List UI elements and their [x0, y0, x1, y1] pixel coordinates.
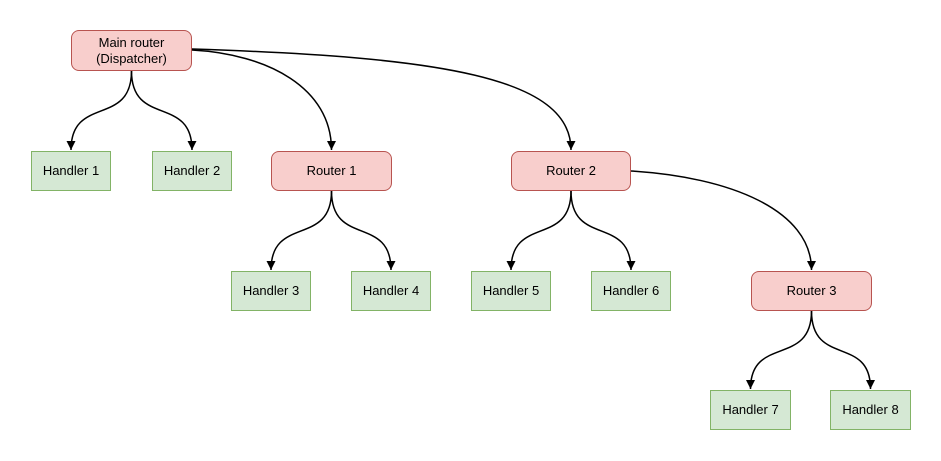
edge-router-2-to-router-3	[630, 170, 816, 271]
node-handler-5: Handler 5	[471, 271, 551, 311]
node-handler-3: Handler 3	[231, 271, 311, 311]
edge-main-router-to-router-2	[191, 48, 576, 151]
node-handler-1: Handler 1	[31, 151, 111, 191]
edge-router-1-to-handler-4	[330, 190, 396, 271]
node-main-router: Main router (Dispatcher)	[71, 30, 192, 71]
edge-router-3-to-handler-8	[810, 310, 875, 390]
edge-main-router-to-router-1	[191, 49, 336, 151]
edge-router-2-to-handler-5	[506, 190, 572, 271]
node-router-1: Router 1	[271, 151, 392, 191]
node-handler-7: Handler 7	[710, 390, 791, 430]
edge-router-1-to-handler-3	[266, 190, 333, 271]
edge-router-2-to-handler-6	[570, 190, 636, 271]
edge-main-router-to-handler-2	[130, 70, 197, 151]
node-handler-4: Handler 4	[351, 271, 431, 311]
node-router-3: Router 3	[751, 271, 872, 311]
node-handler-8: Handler 8	[830, 390, 911, 430]
node-handler-2: Handler 2	[152, 151, 232, 191]
node-handler-6: Handler 6	[591, 271, 671, 311]
edge-router-3-to-handler-7	[746, 310, 813, 390]
node-router-2: Router 2	[511, 151, 631, 191]
edge-main-router-to-handler-1	[66, 70, 133, 151]
